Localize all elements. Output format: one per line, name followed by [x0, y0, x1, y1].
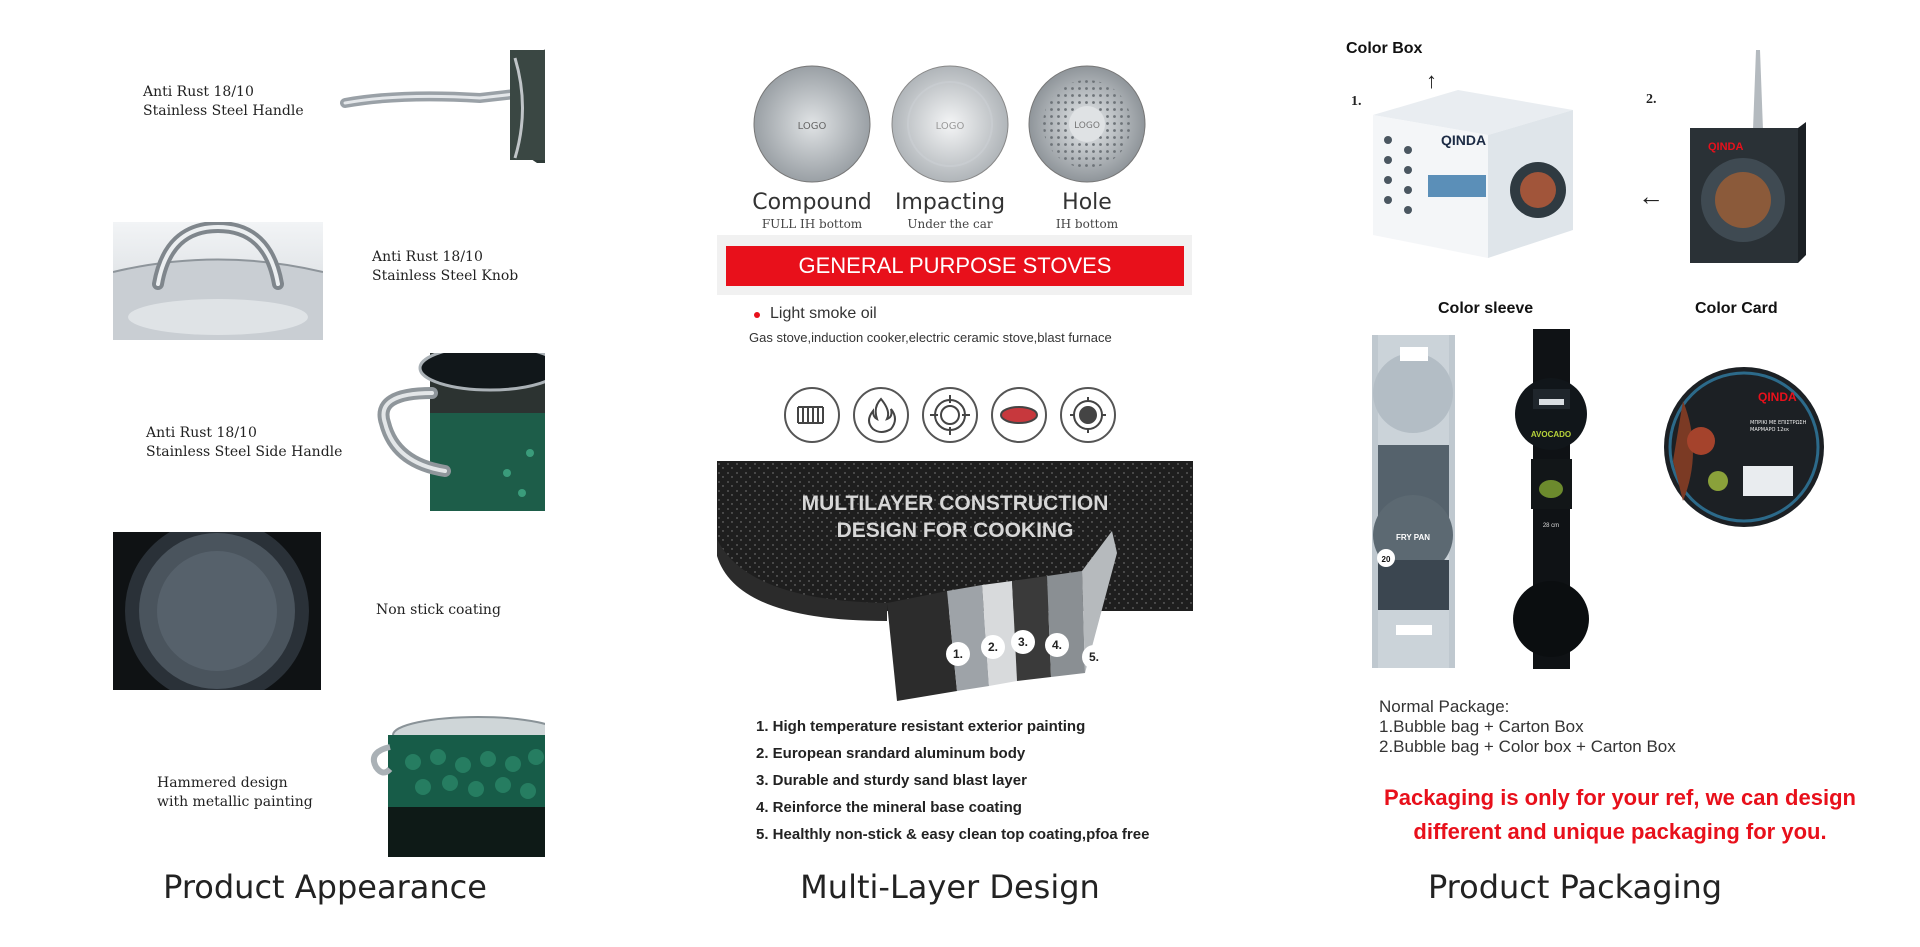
bottom-name-compound: Compound	[752, 190, 872, 215]
sleeve-text: FRY PAN	[1396, 533, 1430, 542]
packaging-note: Packaging is only for your ref, we can d…	[1384, 785, 1856, 844]
arrow-up-icon: ↑	[1426, 68, 1437, 93]
stove-types-text: Gas stove,induction cooker,electric cera…	[749, 330, 1112, 345]
construction-title-line-2: DESIGN FOR COOKING	[836, 519, 1074, 542]
layer-marker-3: 3.	[1011, 630, 1035, 654]
feature-label-handle: Anti Rust 18/10 Stainless Steel Handle	[143, 84, 304, 119]
bottom-sub-compound: FULL IH bottom	[761, 217, 863, 231]
general-purpose-stoves-banner: GENERAL PURPOSE STOVES	[726, 246, 1184, 286]
bottom-name-hole: Hole	[1062, 190, 1112, 215]
construction-title-line-1: MULTILAYER CONSTRUCTION	[801, 492, 1109, 515]
bottom-sub-impacting: Under the car	[907, 217, 993, 231]
color-card-label: Color Card	[1695, 300, 1778, 317]
impacting-bottom-disc: LOGO	[890, 64, 1010, 184]
bottom-sub-hole: IH bottom	[1055, 217, 1119, 231]
color-card-text: ΜΠΡΙΚΙ ΜΕ ΕΠΙΣΤΡΩΣΗ ΜΑΡΜΑΡΟ 12εκ	[1750, 420, 1807, 433]
layer-item: 2. European srandard aluminum body	[756, 745, 1026, 762]
feature-label-nonstick: Non stick coating	[376, 602, 501, 618]
brand-text: QINDA	[1708, 141, 1744, 153]
nonstick-photo	[113, 532, 321, 690]
feature-label-side-handle: Anti Rust 18/10 Stainless Steel Side Han…	[146, 425, 343, 460]
normal-package-text: Normal Package: 1.Bubble bag + Carton Bo…	[1379, 697, 1676, 756]
layer-list: 1. High temperature resistant exterior p…	[756, 713, 1149, 848]
light-smoke-oil-text: Light smoke oil	[770, 305, 877, 322]
option-number-2: 2.	[1646, 92, 1657, 107]
color-box-label: Color Box	[1346, 40, 1423, 57]
color-sleeve-label: Color sleeve	[1438, 300, 1534, 317]
color-box-image: QINDA	[1373, 80, 1578, 258]
layer-item: 1. High temperature resistant exterior p…	[756, 718, 1086, 735]
sleeve2-text: AVOCADO	[1531, 430, 1571, 439]
bullet-dot	[754, 312, 760, 318]
layer-item: 4. Reinforce the mineral base coating	[756, 799, 1022, 816]
construction-title: MULTILAYER CONSTRUCTION DESIGN FOR COOKI…	[717, 490, 1193, 544]
product-appearance-title: Product Appearance	[163, 868, 487, 906]
feature-label-hammered: Hammered design with metallic painting	[157, 775, 313, 810]
knob-photo	[113, 222, 323, 340]
induction-coil-icon	[784, 387, 840, 443]
sleeve2-size: 28 cm	[1543, 523, 1559, 529]
compound-bottom-disc: LOGO	[752, 64, 872, 184]
sleeve-size: 20	[1382, 555, 1391, 564]
hole-bottom-disc: LOGO	[1027, 64, 1147, 184]
electric-hob-icon	[1060, 387, 1116, 443]
feature-label-knob: Anti Rust 18/10 Stainless Steel Knob	[372, 249, 519, 284]
disc-logo-text: LOGO	[1074, 121, 1100, 131]
option-number-1: 1.	[1351, 94, 1362, 109]
layer-item: 5. Healthly non-stick & easy clean top c…	[756, 826, 1150, 843]
handle-photo	[340, 48, 545, 163]
color-card-image: QINDA	[1663, 361, 1825, 533]
fry-pan-box-image: QINDA	[1688, 50, 1808, 268]
disc-logo-text: LOGO	[798, 121, 827, 132]
bottom-name-impacting: Impacting	[894, 190, 1006, 215]
disc-logo-text: LOGO	[936, 121, 965, 132]
flame-icon	[853, 387, 909, 443]
color-sleeve-2-image: AVOCADO 28 cm	[1513, 329, 1590, 669]
product-packaging-title: Product Packaging	[1427, 868, 1723, 906]
brand-text: QINDA	[1758, 390, 1797, 404]
brand-text: QINDA	[1441, 132, 1486, 148]
color-sleeve-1-image: FRY PAN 20	[1372, 335, 1455, 668]
layer-marker-4: 4.	[1045, 633, 1069, 657]
layer-marker-2: 2.	[981, 635, 1005, 659]
layer-marker-5: 5.	[1082, 645, 1106, 669]
side-handle-photo	[370, 353, 545, 511]
hammered-pot-photo	[368, 707, 545, 857]
layer-item: 3. Durable and sturdy sand blast layer	[756, 772, 1027, 789]
arrow-left-icon: ←	[1638, 181, 1664, 211]
ceramic-plate-icon	[991, 387, 1047, 443]
gas-burner-icon	[922, 387, 978, 443]
multilayer-design-title: Multi-Layer Design	[800, 868, 1100, 906]
layer-marker-1: 1.	[946, 642, 970, 666]
